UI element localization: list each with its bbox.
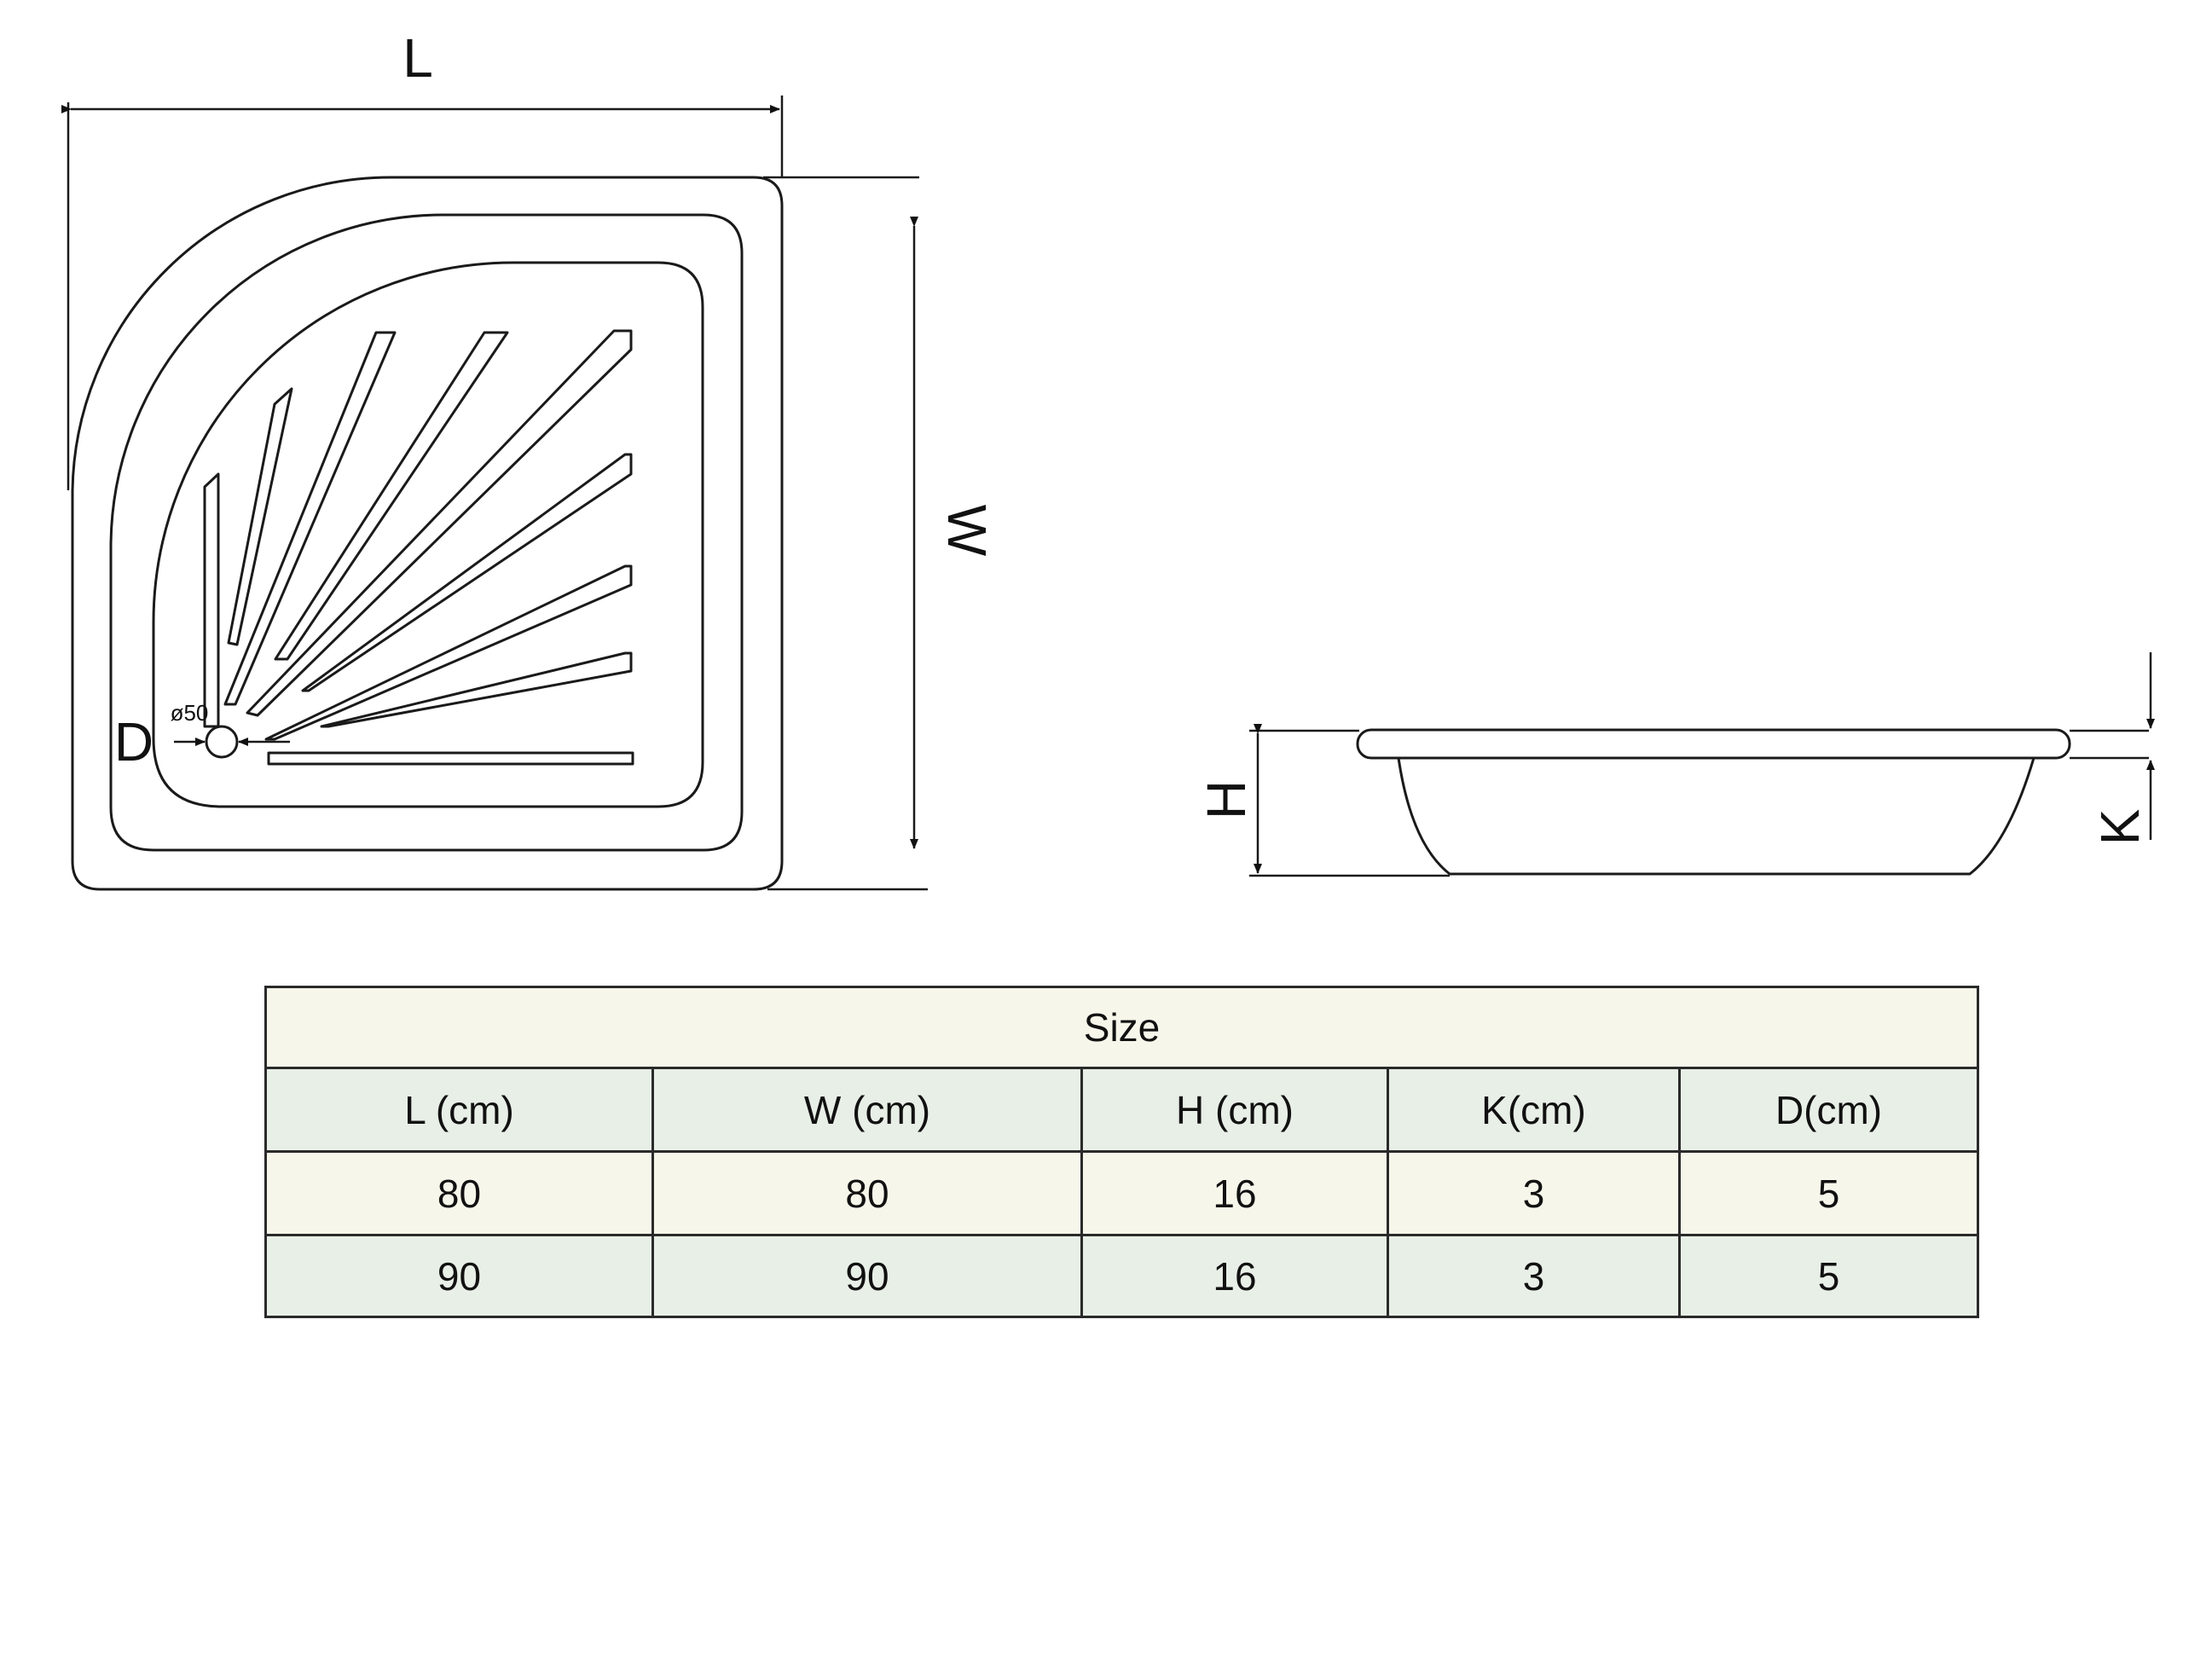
header-width: W (cm) [651,1067,1083,1153]
groove-6 [301,453,633,692]
cell-height: 16 [1080,1150,1389,1236]
groove-5 [246,329,633,717]
side-basin [1397,757,2035,876]
header-length: L (cm) [264,1067,654,1153]
size-table-title-row: Size [263,986,1980,1069]
cell-length: 80 [264,1150,654,1236]
side-view [1356,728,2071,876]
length-label: L [402,27,433,89]
groove-4 [274,331,509,661]
drain-diameter-label: ø50 [171,700,209,726]
cell-height: 16 [1080,1234,1389,1318]
table-row: 90 90 16 3 5 [264,1234,1980,1318]
size-table-title: Size [263,986,1980,1069]
tray-inner-rim [109,213,744,852]
dimensions-top-view [61,95,928,891]
drain-label: D [114,711,153,772]
tray-outer-rim [71,176,784,891]
header-drain: D(cm) [1677,1067,1980,1153]
groove-2 [227,387,293,646]
rim-label: K [2089,809,2151,846]
cell-drain: 5 [1677,1150,1980,1236]
cell-drain: 5 [1677,1234,1980,1318]
header-height: H (cm) [1080,1067,1389,1153]
cell-length: 90 [264,1234,654,1318]
side-rim [1356,728,2071,760]
top-view [71,176,784,891]
height-label: H [1196,780,1257,819]
groove-9 [267,751,634,766]
width-label: W [936,505,998,557]
drain-hole [205,725,239,759]
groove-3 [223,331,397,706]
dimensions-side-view [1249,652,2155,877]
table-row: 80 80 16 3 5 [264,1150,1980,1236]
size-table: Size L (cm) W (cm) H (cm) K(cm) D(cm) 80… [263,986,1980,1318]
groove-1 [203,472,220,728]
cell-rim: 3 [1387,1234,1681,1318]
cell-width: 80 [651,1150,1083,1236]
cell-rim: 3 [1387,1150,1681,1236]
size-table-header-row: L (cm) W (cm) H (cm) K(cm) D(cm) [264,1067,1980,1153]
header-rim: K(cm) [1387,1067,1681,1153]
cell-width: 90 [651,1234,1083,1318]
tray-basin [152,261,704,808]
groove-7 [264,564,633,741]
groove-8 [320,651,633,728]
